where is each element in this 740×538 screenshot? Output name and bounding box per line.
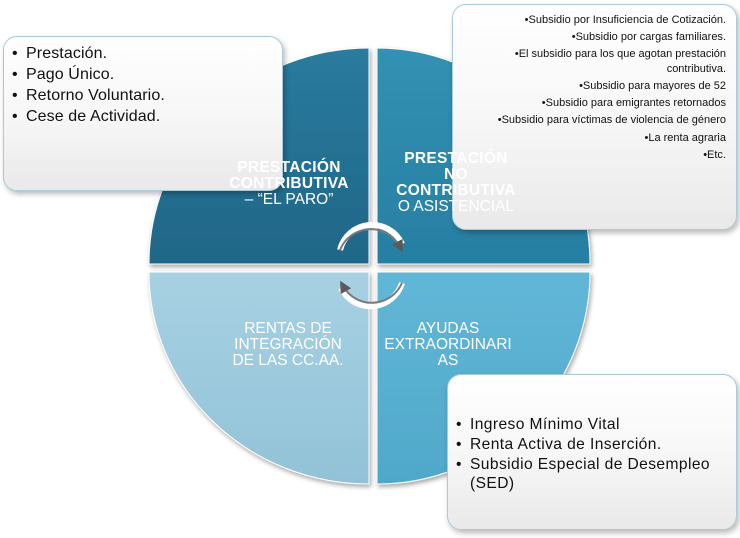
list-item: •Etc. [703, 148, 726, 161]
extraordinarias-box: Ingreso Mínimo Vital Renta Activa de Ins… [447, 374, 737, 530]
cycle-arrows-inner [339, 228, 403, 304]
quadrant-bottom-left [148, 271, 370, 485]
list-item: Renta Activa de Inserción. [456, 435, 726, 454]
list-item: •La renta agraria [644, 131, 726, 144]
quadrant-label-ayudas: AYUDAS EXTRAORDINARI AS [378, 321, 518, 369]
label-line: AS [437, 352, 459, 369]
list-item: Prestación. [12, 43, 272, 64]
label-line: NO [444, 166, 468, 183]
quadrant-label-contributiva: PRESTACIÓN CONTRIBUTIVA – “EL PARO” [214, 160, 364, 208]
label-line: CONTRIBUTIVA [396, 182, 516, 199]
label-line: PRESTACIÓN [237, 159, 341, 176]
label-line: DE LAS CC.AA. [232, 352, 344, 369]
list-item: •Subsidio para víctimas de violencia de … [497, 114, 726, 127]
list-item: Ingreso Mínimo Vital [456, 415, 726, 434]
label-line: AYUDAS [416, 320, 480, 337]
label-line: PRESTACIÓN [404, 150, 508, 167]
list-item: •Subsidio para mayores de 52 [579, 80, 726, 93]
quadrant-label-no-contributiva: PRESTACIÓN NO CONTRIBUTIVA O ASISTENCIAL [381, 151, 531, 215]
list-item: •Subsidio por Insuficiencia de Cotizació… [524, 14, 726, 26]
label-line: RENTAS DE [244, 320, 332, 337]
list-item: Retorno Voluntario. [12, 85, 272, 106]
list-item: •Subsidio para emigrantes retornados [541, 97, 726, 110]
label-line: O ASISTENCIAL [397, 198, 515, 215]
label-line: – “EL PARO” [244, 191, 334, 208]
list-item: Pago Único. [12, 64, 272, 85]
list-item: Subsidio Especial de Desempleo (SED) [456, 455, 726, 493]
label-line: CONTRIBUTIVA [229, 175, 349, 192]
extraordinarias-list: Ingreso Mínimo Vital Renta Activa de Ins… [456, 415, 726, 493]
list-item: •Subsidio por cargas familiares. [571, 31, 726, 44]
no-contributiva-box: •Subsidio por Insuficiencia de Cotizació… [452, 4, 737, 230]
label-line: EXTRAORDINARI [384, 336, 512, 353]
list-item: Cese de Actividad. [12, 106, 272, 127]
label-line: INTEGRACIÓN [234, 336, 342, 353]
no-contributiva-list: •Subsidio por Insuficiencia de Cotizació… [461, 13, 726, 162]
contributiva-box: Prestación. Pago Único. Retorno Voluntar… [3, 36, 283, 191]
list-item: •El subsidio para los que agotan prestac… [514, 48, 726, 75]
contributiva-list: Prestación. Pago Único. Retorno Voluntar… [12, 43, 272, 127]
quadrant-label-rentas: RENTAS DE INTEGRACIÓN DE LAS CC.AA. [218, 321, 358, 369]
